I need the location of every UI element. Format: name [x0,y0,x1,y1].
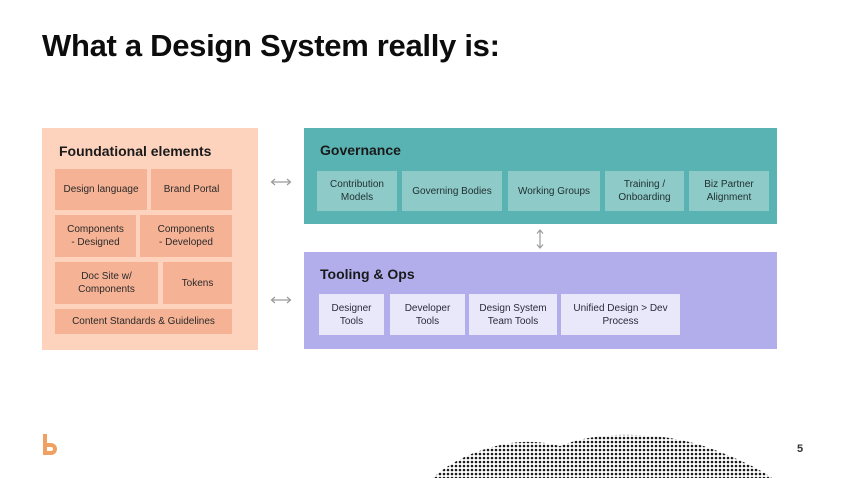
slide-title: What a Design System really is: [42,28,500,63]
foundational-item: Content Standards & Guidelines [55,309,232,334]
page-number: 5 [797,443,804,455]
governance-item: Biz Partner Alignment [689,171,769,211]
governance-panel: Governance Contribution Models Governing… [304,128,777,224]
foundational-item: Components - Designed [55,215,136,257]
tooling-item: Developer Tools [390,294,465,335]
tooling-title: Tooling & Ops [320,266,415,282]
brand-logo-icon [43,434,57,455]
foundational-item: Tokens [163,262,232,304]
tooling-ops-panel: Tooling & Ops Designer Tools Developer T… [304,252,777,349]
tooling-item: Designer Tools [319,294,384,335]
foundational-item: Brand Portal [151,169,232,210]
foundational-elements-panel: Foundational elements Design language Br… [42,128,258,350]
foundational-item: Components - Developed [140,215,232,257]
tooling-item: Design System Team Tools [469,294,557,335]
foundational-title: Foundational elements [59,143,212,159]
double-arrow-icon [536,229,544,249]
double-arrow-icon [270,296,292,304]
halftone-decoration [433,434,772,478]
governance-item: Contribution Models [317,171,397,211]
foundational-item: Design language [55,169,147,210]
double-arrow-icon [270,178,292,186]
governance-title: Governance [320,142,401,158]
tooling-item: Unified Design > Dev Process [561,294,680,335]
governance-item: Training / Onboarding [605,171,684,211]
governance-item: Governing Bodies [402,171,502,211]
governance-item: Working Groups [508,171,600,211]
foundational-item: Doc Site w/ Components [55,262,158,304]
